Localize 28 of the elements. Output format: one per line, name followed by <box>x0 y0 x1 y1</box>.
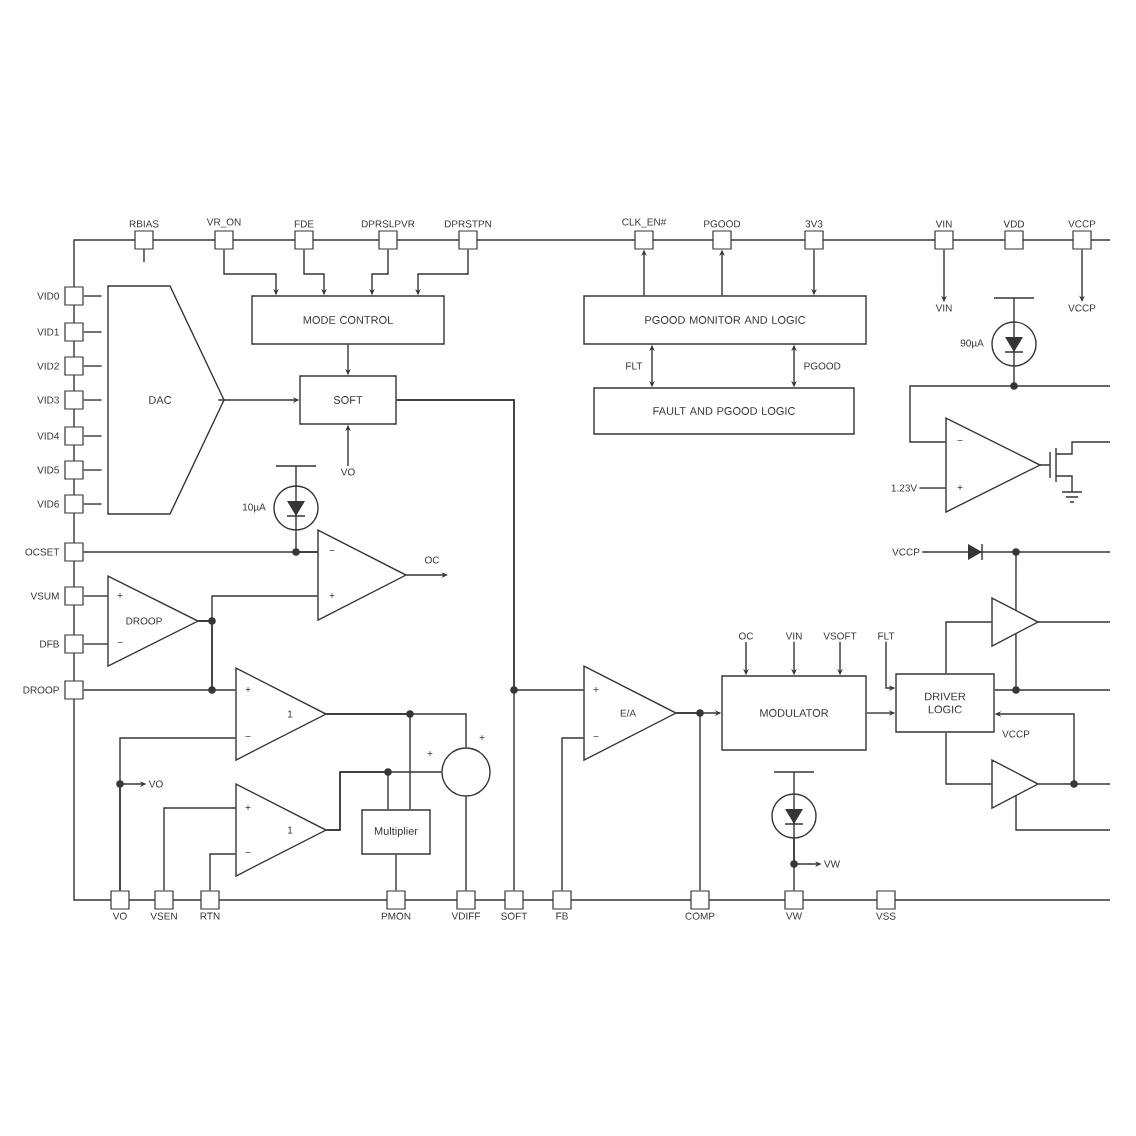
connector-line <box>909 365 1015 443</box>
current-source-symbol <box>771 771 817 839</box>
connector-line <box>82 399 103 401</box>
connector-line <box>209 853 237 892</box>
connector-line <box>921 551 1017 611</box>
connector-line <box>396 399 515 892</box>
connector-line <box>918 487 947 489</box>
connector-line <box>82 365 103 367</box>
connector-line <box>295 529 319 553</box>
connector-line <box>82 643 109 645</box>
connector-line <box>82 595 109 597</box>
connector-line <box>163 807 237 892</box>
connector-line <box>197 620 237 691</box>
connector-line <box>82 295 103 297</box>
connector-line <box>82 503 103 505</box>
connector-line <box>945 621 993 674</box>
connector-line <box>395 854 397 892</box>
connector-line <box>325 771 389 831</box>
connector-line <box>675 712 701 892</box>
connector-line <box>945 732 993 785</box>
connector-line <box>82 435 103 437</box>
connector-line <box>82 469 103 471</box>
connector-line <box>82 331 103 333</box>
connector-line <box>325 713 411 810</box>
connector-line <box>465 795 467 892</box>
connector-line <box>561 737 585 892</box>
connector-line <box>994 633 1017 691</box>
arrow <box>405 572 448 578</box>
